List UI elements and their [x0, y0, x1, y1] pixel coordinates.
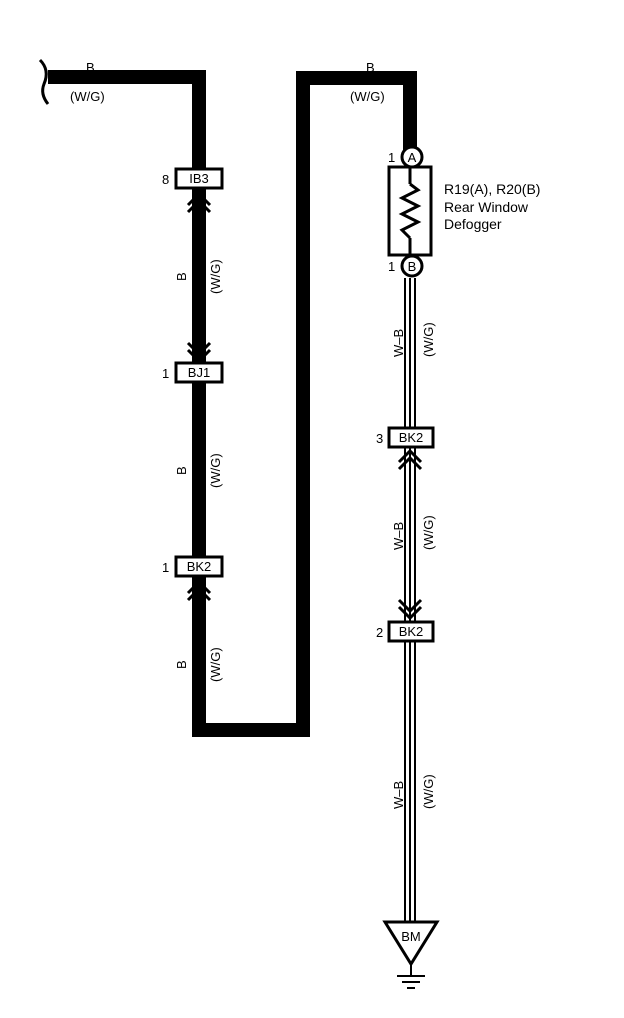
top-left-wire-alt-color: (W/G) [70, 89, 105, 104]
component-name-line2: Defogger [444, 216, 502, 232]
left-seg2-color: B [174, 466, 189, 475]
wire-left-thick [48, 70, 417, 737]
pin-a-circle [400, 145, 424, 169]
component-name-line1: Rear Window [444, 199, 529, 215]
ground-triangle [382, 920, 440, 967]
left-seg3-color: B [174, 660, 189, 669]
connector-bk2-right-upper-name: BK2 [399, 430, 424, 445]
left-seg1-alt-color: (W/G) [208, 259, 223, 294]
left-seg1-color: B [174, 272, 189, 281]
chevron-bk2-right-upper-bottom [397, 448, 423, 471]
connector-bk2-right-upper: BK2 3 [376, 426, 435, 449]
wire-break-mark [38, 58, 50, 105]
top-right-wire-alt-color: (W/G) [350, 89, 385, 104]
pin-a-letter: A [408, 150, 417, 165]
chevron-ib3-bottom [186, 191, 212, 214]
resistor-icon [398, 182, 422, 240]
rear-window-defogger: A 1 B 1 R19(A), R20(B) Rear Window Defog… [387, 145, 540, 278]
connector-bj1-name: BJ1 [188, 365, 210, 380]
right-seg1-color: W–B [391, 329, 406, 357]
ground-name: BM [401, 929, 421, 944]
connector-bk2-right-lower-pin: 2 [376, 625, 383, 640]
connector-ib3: IB3 8 [162, 167, 224, 190]
chevron-bj1-top [186, 341, 212, 364]
connector-ib3-pin: 8 [162, 172, 169, 187]
left-seg2-alt-color: (W/G) [208, 453, 223, 488]
right-seg1-alt-color: (W/G) [421, 322, 436, 357]
connector-bk2-right-lower-name: BK2 [399, 624, 424, 639]
pin-b-letter: B [408, 259, 417, 274]
top-left-wire-color: B [86, 60, 95, 75]
pin-b-circle [400, 254, 424, 278]
pin-b-number: 1 [388, 259, 395, 274]
connector-ib3-name: IB3 [189, 171, 209, 186]
connector-bk2-left: BK2 1 [162, 555, 224, 578]
connector-bk2-left-name: BK2 [187, 559, 212, 574]
ground-icon [397, 975, 425, 989]
right-seg3-color: W–B [391, 781, 406, 809]
top-right-wire-color: B [366, 60, 375, 75]
connector-bj1: BJ1 1 [162, 361, 224, 384]
right-seg2-color: W–B [391, 522, 406, 550]
connector-bk2-right-upper-pin: 3 [376, 431, 383, 446]
right-seg3-alt-color: (W/G) [421, 774, 436, 809]
pin-a-number: 1 [388, 150, 395, 165]
left-seg3-alt-color: (W/G) [208, 647, 223, 682]
connector-bk2-left-pin: 1 [162, 560, 169, 575]
right-seg2-alt-color: (W/G) [421, 515, 436, 550]
component-ref: R19(A), R20(B) [444, 181, 540, 197]
chevron-bk2-right-lower-top [397, 598, 423, 621]
connector-bj1-pin: 1 [162, 366, 169, 381]
chevron-bk2-left-bottom [186, 579, 212, 602]
connector-bk2-right-lower: BK2 2 [376, 620, 435, 643]
ground-bm: BM [382, 920, 440, 989]
